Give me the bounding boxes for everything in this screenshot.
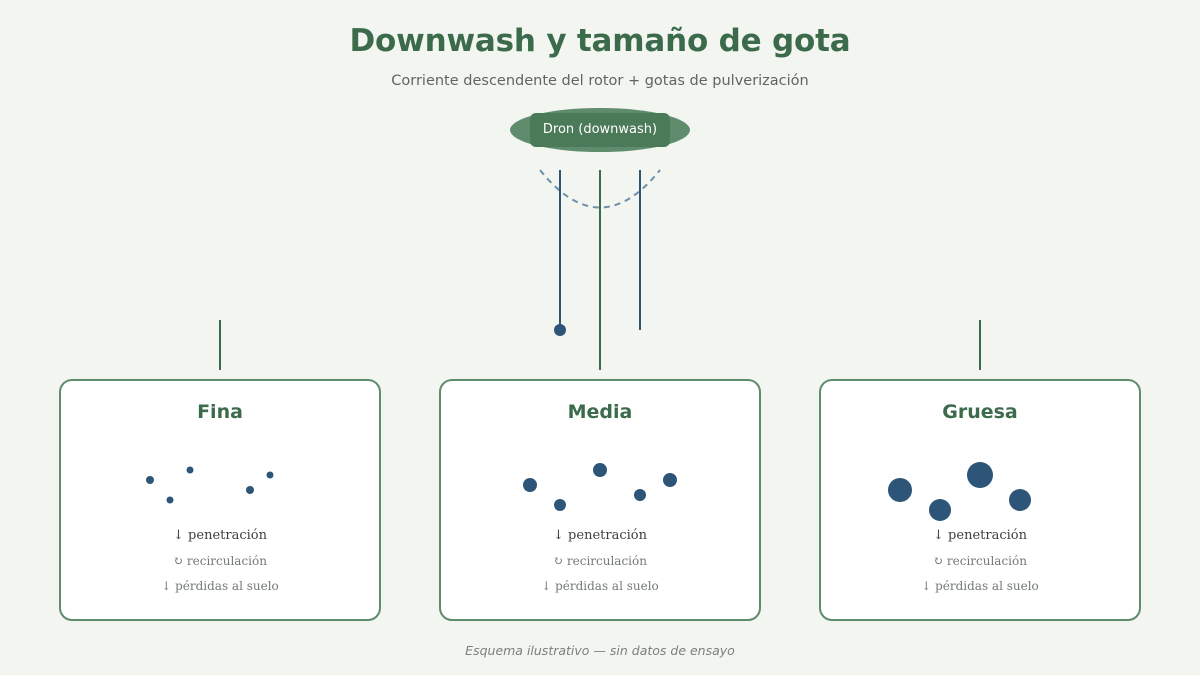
droplet-coarse bbox=[1009, 489, 1031, 511]
effect-penetration: ↓ penetración bbox=[933, 528, 1027, 543]
card-title-fina: Fina bbox=[197, 401, 243, 423]
page-subtitle: Corriente descendente del rotor + gotas … bbox=[391, 73, 809, 89]
drone-body bbox=[530, 113, 670, 147]
droplet-medium bbox=[523, 478, 537, 492]
drone-label: Dron (downwash) bbox=[542, 122, 658, 137]
effect-recirculation: ↻ recirculación bbox=[933, 554, 1027, 568]
droplet-fine bbox=[246, 486, 254, 494]
card-media bbox=[439, 379, 761, 621]
droplet-medium bbox=[634, 489, 646, 501]
airflow-arc bbox=[539, 169, 661, 209]
droplet-fine bbox=[166, 496, 174, 504]
droplet-coarse bbox=[967, 462, 993, 488]
effect-recirculation: ↻ recirculación bbox=[553, 554, 647, 568]
page-title: Downwash y tamaño de gota bbox=[349, 23, 851, 59]
droplet-coarse bbox=[888, 478, 912, 502]
droplet-medium bbox=[593, 463, 607, 477]
droplet-coarse bbox=[929, 499, 951, 521]
droplet-fine bbox=[146, 476, 154, 484]
effect-recirculation: ↻ recirculación bbox=[173, 554, 267, 568]
effect-penetration: ↓ penetración bbox=[553, 528, 647, 543]
effect-ground-loss: ↓ pérdidas al suelo bbox=[921, 579, 1039, 593]
effect-penetration: ↓ penetración bbox=[173, 528, 267, 543]
card-gruesa bbox=[819, 379, 1141, 621]
footer-note: Esquema ilustrativo — sin datos de ensay… bbox=[465, 643, 735, 658]
effect-ground-loss: ↓ pérdidas al suelo bbox=[541, 579, 659, 593]
droplet-fine bbox=[186, 466, 194, 474]
effect-ground-loss: ↓ pérdidas al suelo bbox=[161, 579, 279, 593]
droplet-fine bbox=[266, 471, 274, 479]
falling-droplet bbox=[554, 324, 566, 336]
droplet-medium bbox=[554, 499, 566, 511]
card-fina bbox=[59, 379, 381, 621]
droplet-medium bbox=[663, 473, 677, 487]
card-title-media: Media bbox=[567, 401, 633, 423]
card-title-gruesa: Gruesa bbox=[942, 401, 1018, 423]
